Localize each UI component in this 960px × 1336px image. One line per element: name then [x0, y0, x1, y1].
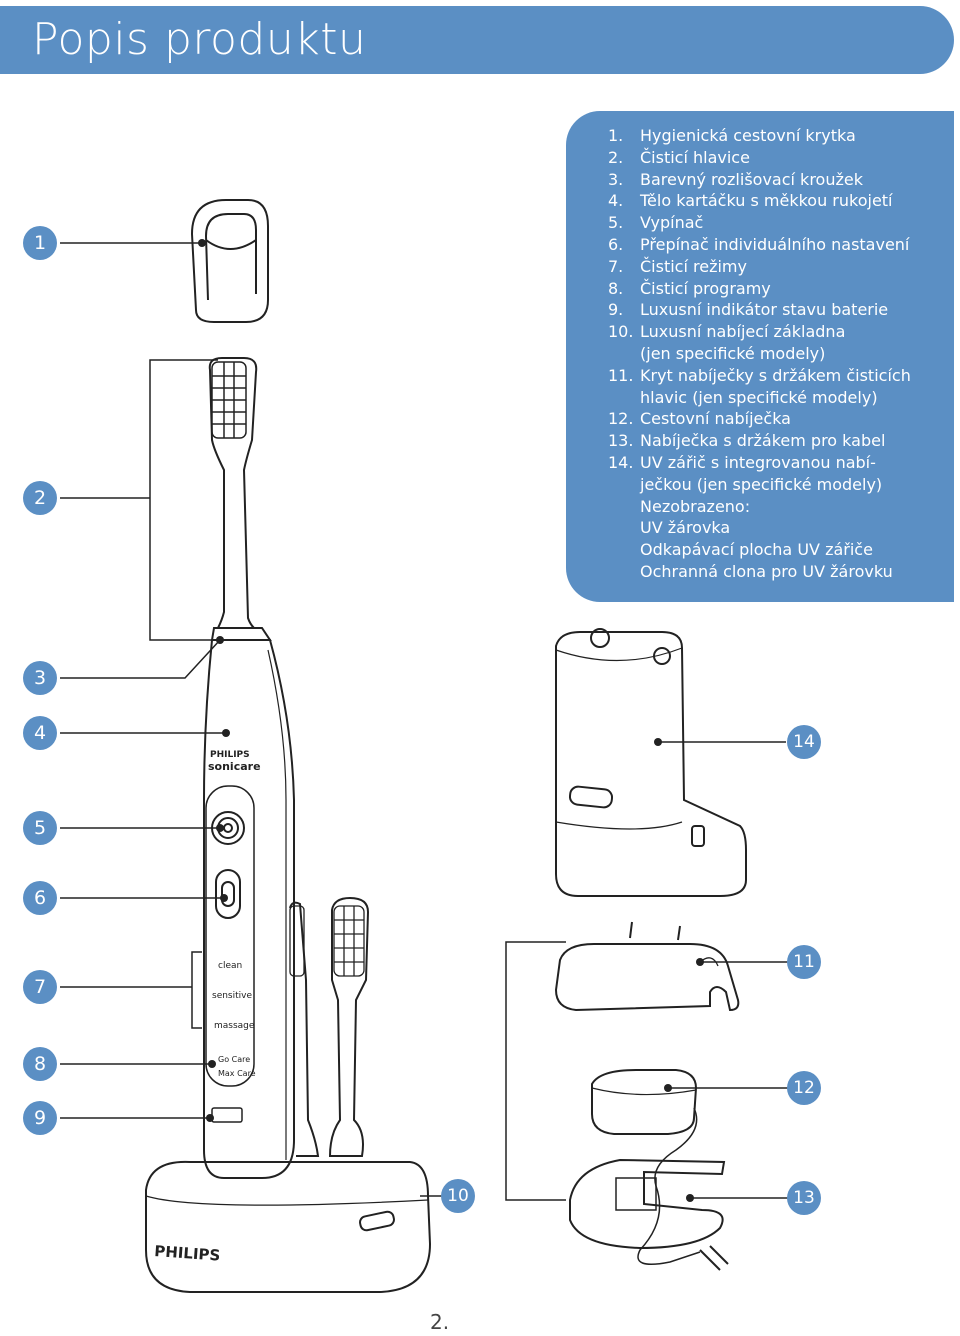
legend-item-text: Vypínač — [640, 213, 704, 233]
legend-item: 4. Tělo kartáčku s měkkou rukojetí — [608, 190, 954, 212]
legend-item: 1. Hygienická cestovní krytka — [608, 125, 954, 147]
legend-item-number: 13. — [608, 431, 634, 451]
page-number: 2. — [430, 1310, 450, 1334]
legend-item-number: 3. — [608, 169, 624, 189]
legend-item: 13. Nabíječka s držákem pro kabel — [608, 430, 954, 452]
legend-item: 2. Čisticí hlavice — [608, 147, 954, 169]
legend-item-number: 8. — [608, 278, 624, 298]
legend-item-number: 12. — [608, 409, 634, 429]
callout-12: 12 — [787, 1071, 821, 1105]
callout-11: 11 — [787, 945, 821, 979]
title-bar: Popis produktu — [0, 6, 954, 74]
legend-item-text: Čisticí programy — [640, 278, 771, 298]
handle-drawing — [203, 639, 295, 1179]
legend-item-text: Přepínač individuálního nastavení — [640, 234, 910, 254]
legend-item-number: 7. — [608, 256, 624, 276]
legend-item: 11. Kryt nabíječky s držákem čisticích hl… — [608, 365, 954, 409]
brush-head-drawing — [208, 357, 272, 641]
legend-list: 1. Hygienická cestovní krytka 2. Čisticí hl… — [566, 111, 954, 496]
legend-item: 8. Čisticí programy — [608, 278, 954, 300]
legend-item: 9. Luxusní indikátor stavu baterie — [608, 299, 954, 321]
legend-item-number: 14. — [608, 452, 634, 472]
program-go-care: Go Care — [218, 1055, 250, 1064]
base-brand: PHILIPS — [154, 1242, 221, 1265]
legend-item-number: 5. — [608, 213, 624, 233]
legend-extra-2: Odkapávací plocha UV zářiče — [640, 540, 873, 560]
callout-13: 13 — [787, 1181, 821, 1215]
legend-item-text: Čisticí režimy — [640, 256, 747, 276]
legend-item: 12. Cestovní nabíječka — [608, 408, 954, 430]
legend-item-text: Hygienická cestovní krytka — [640, 126, 856, 145]
legend-item: 14. UV zářič s integrovanou nabí- ječkou … — [608, 452, 954, 496]
uv-sanitizer-drawing — [555, 628, 747, 897]
charger-cover-drawing — [554, 921, 740, 1012]
legend-item-text: Nabíječka s držákem pro kabel — [640, 431, 886, 451]
legend-item-text: Cestovní nabíječka — [640, 409, 791, 429]
callout-14: 14 — [787, 725, 821, 759]
legend-extra-1: UV žárovka — [640, 518, 731, 538]
callout-6: 6 — [23, 881, 57, 915]
callout-2: 2 — [23, 481, 57, 515]
handle-text: PHILIPS sonicare clean sensitive massage… — [154, 750, 261, 1265]
travel-cap-drawing — [190, 199, 269, 323]
legend-item-number: 2. — [608, 147, 624, 167]
callout-7: 7 — [23, 970, 57, 1004]
legend-item: 3. Barevný rozlišovací kroužek — [608, 169, 954, 191]
legend-item-number: 4. — [608, 191, 624, 211]
callout-10: 10 — [441, 1179, 475, 1213]
legend-item-text: Barevný rozlišovací kroužek — [640, 169, 863, 189]
legend-item-number: 11. — [608, 365, 634, 385]
legend-item-number: 10. — [608, 322, 634, 342]
legend-item-text: UV zářič s integrovanou nabí- ječkou (je… — [640, 452, 883, 494]
program-max-care: Max Care — [218, 1069, 256, 1078]
legend-item: 5. Vypínač — [608, 212, 954, 234]
legend-item-number: 1. — [608, 126, 624, 145]
leader-lines — [60, 242, 788, 1201]
page-title: Popis produktu — [32, 14, 367, 65]
legend-item: 10. Luxusní nabíjecí základna (jen specif… — [608, 321, 954, 365]
legend-item-text: Tělo kartáčku s měkkou rukojetí — [640, 191, 893, 211]
legend-item-number: 9. — [608, 300, 624, 320]
callout-9: 9 — [23, 1101, 57, 1135]
legend-extra-3: Ochranná clona pro UV žárovku — [640, 561, 893, 581]
legend-item: 6. Přepínač individuálního nastavení — [608, 234, 954, 256]
callout-3: 3 — [23, 661, 57, 695]
callout-4: 4 — [23, 716, 57, 750]
legend-item-text: Luxusní indikátor stavu baterie — [640, 300, 889, 320]
spare-heads-drawing — [289, 896, 370, 1157]
callout-8: 8 — [23, 1047, 57, 1081]
leader-dots — [198, 239, 704, 1202]
mode-clean: clean — [218, 961, 242, 971]
cord-holder-drawing — [569, 1107, 729, 1271]
legend-box: 1. Hygienická cestovní krytka 2. Čisticí hl… — [566, 111, 954, 602]
legend-item-text: Čisticí hlavice — [640, 147, 750, 167]
legend-item: 7. Čisticí režimy — [608, 256, 954, 278]
mode-sensitive: sensitive — [212, 991, 252, 1001]
legend-item-text: Luxusní nabíjecí základna (jen specifick… — [640, 322, 846, 363]
callout-1: 1 — [23, 226, 57, 260]
callout-5: 5 — [23, 811, 57, 845]
legend-item-number: 6. — [608, 234, 624, 254]
mode-massage: massage — [214, 1021, 255, 1031]
handle-brand-product: sonicare — [208, 760, 261, 773]
travel-charger-drawing — [591, 1069, 698, 1135]
legend-not-shown: Nezobrazeno: — [640, 496, 751, 516]
legend-item-text: Kryt nabíječky s držákem čisticích hlavi… — [640, 365, 911, 407]
handle-brand-top: PHILIPS — [210, 750, 250, 760]
charging-base-drawing — [145, 1160, 432, 1293]
